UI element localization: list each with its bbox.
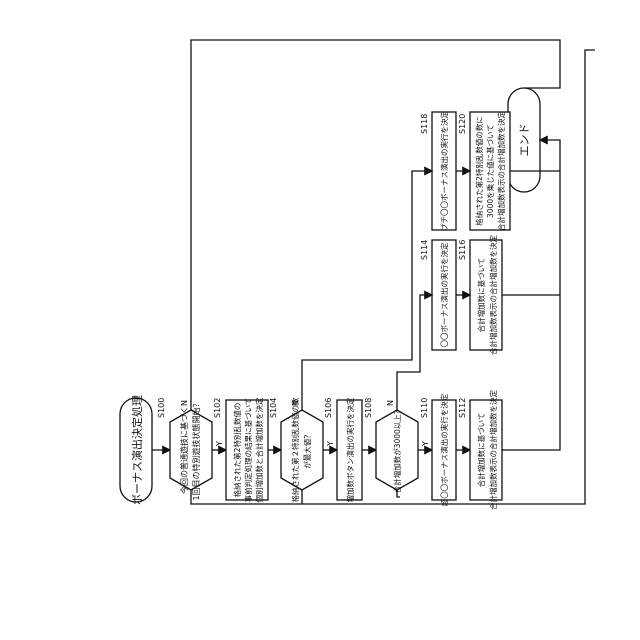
s104-no-to-s118 — [302, 171, 432, 410]
s120-text-3: 合計増加数表示の合計増加数を決定 — [496, 111, 506, 231]
s102-text-3: 個別増加数と合計増加数を決定 — [254, 397, 264, 502]
s104-text-2: が最大値？ — [302, 431, 312, 469]
s116-text-1: 合計増加数に基づいて — [476, 258, 486, 333]
s118-code: S118 — [420, 114, 429, 134]
s100-decision — [170, 410, 212, 490]
s102-text-1: 格納された第2特別乱数値の — [232, 403, 242, 498]
s114-text: 〇〇ボーナス演出の実行を決定 — [439, 242, 449, 347]
s108-no-label: N — [386, 400, 395, 406]
s104-no-label: N — [291, 400, 300, 406]
s116-code: S116 — [458, 240, 467, 260]
s100-yes-label: Y — [215, 441, 224, 447]
s120-text-2: 3000を乗じた値に基づいて — [485, 124, 495, 218]
s116-text-2: 合計増加数表示の合計増加数を決定 — [488, 235, 498, 355]
s110-text: 超〇〇ボーナス演出の実行を決定 — [439, 393, 449, 506]
s100-text-2: 1回目の特別遊技状態開始？ — [191, 399, 201, 500]
s104-code: S104 — [269, 398, 278, 418]
s104-text-1: 格納された第２特別乱数値の数 — [290, 397, 300, 502]
end-label: エンド — [518, 124, 531, 157]
s110-code: S110 — [420, 398, 429, 418]
s108-code: S108 — [364, 398, 373, 418]
s106-code: S106 — [324, 398, 333, 418]
s100-text-1: 今回の普通遊技に基づく — [179, 406, 189, 494]
s108-no-to-s114 — [397, 295, 432, 410]
s108-text: 合計増加数が3000以上？ — [392, 407, 402, 494]
s112-text-2: 合計増加数表示の合計増加数を決定 — [488, 390, 498, 510]
s102-text-2: 事前判定処理の結果に基づいて — [243, 398, 253, 503]
s104-yes-label: Y — [326, 441, 335, 447]
start-label: ボーナス演出決定処理 — [130, 395, 144, 505]
s120-text-1: 格納された第2特別乱数値の数に — [474, 116, 484, 226]
s112-code: S112 — [458, 398, 467, 418]
s120-code: S120 — [458, 114, 467, 134]
s108-yes-label: Y — [421, 441, 430, 447]
s102-code: S102 — [213, 398, 222, 418]
s104-decision — [281, 410, 323, 490]
s112-text-1: 合計増加数に基づいて — [476, 413, 486, 488]
s118-text: プチ〇〇ボーナス演出の実行を決定 — [439, 111, 449, 231]
s106-text: 増加数ボタン演出の実行を決定 — [345, 397, 355, 502]
s100-code: S100 — [157, 398, 166, 418]
s100-no-label: N — [180, 400, 189, 406]
s114-code: S114 — [420, 240, 429, 260]
